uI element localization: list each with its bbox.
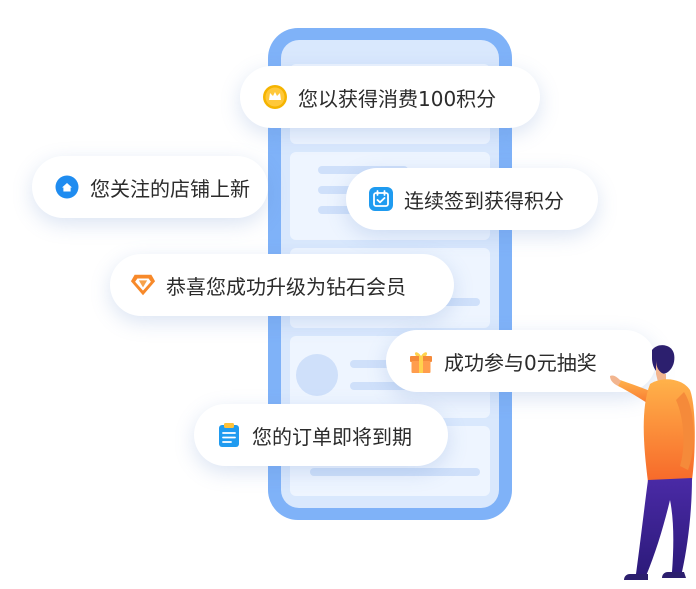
home-icon [54,174,80,200]
calendar-check-icon [368,186,394,212]
crown-coin-icon [262,84,288,110]
notification-text: 恭喜您成功升级为钻石会员 [166,274,406,299]
notification-store-update: 您关注的店铺上新 [32,156,268,218]
notification-text: 您以获得消费100积分 [298,86,497,111]
notification-text: 连续签到获得积分 [404,188,564,213]
notification-text: 您关注的店铺上新 [90,176,250,201]
clipboard-icon [216,422,242,448]
person-illustration [610,345,695,580]
notification-text: 成功参与0元抽奖 [444,350,597,375]
notification-text: 您的订单即将到期 [252,424,412,449]
notification-diamond-upgrade: 恭喜您成功升级为钻石会员 [110,254,454,316]
diamond-icon [130,272,156,298]
notification-points-earned: 您以获得消费100积分 [240,66,540,128]
notification-lottery: 成功参与0元抽奖 [386,330,656,392]
notification-order-expiring: 您的订单即将到期 [194,404,448,466]
gift-icon [408,348,434,374]
notification-checkin: 连续签到获得积分 [346,168,598,230]
